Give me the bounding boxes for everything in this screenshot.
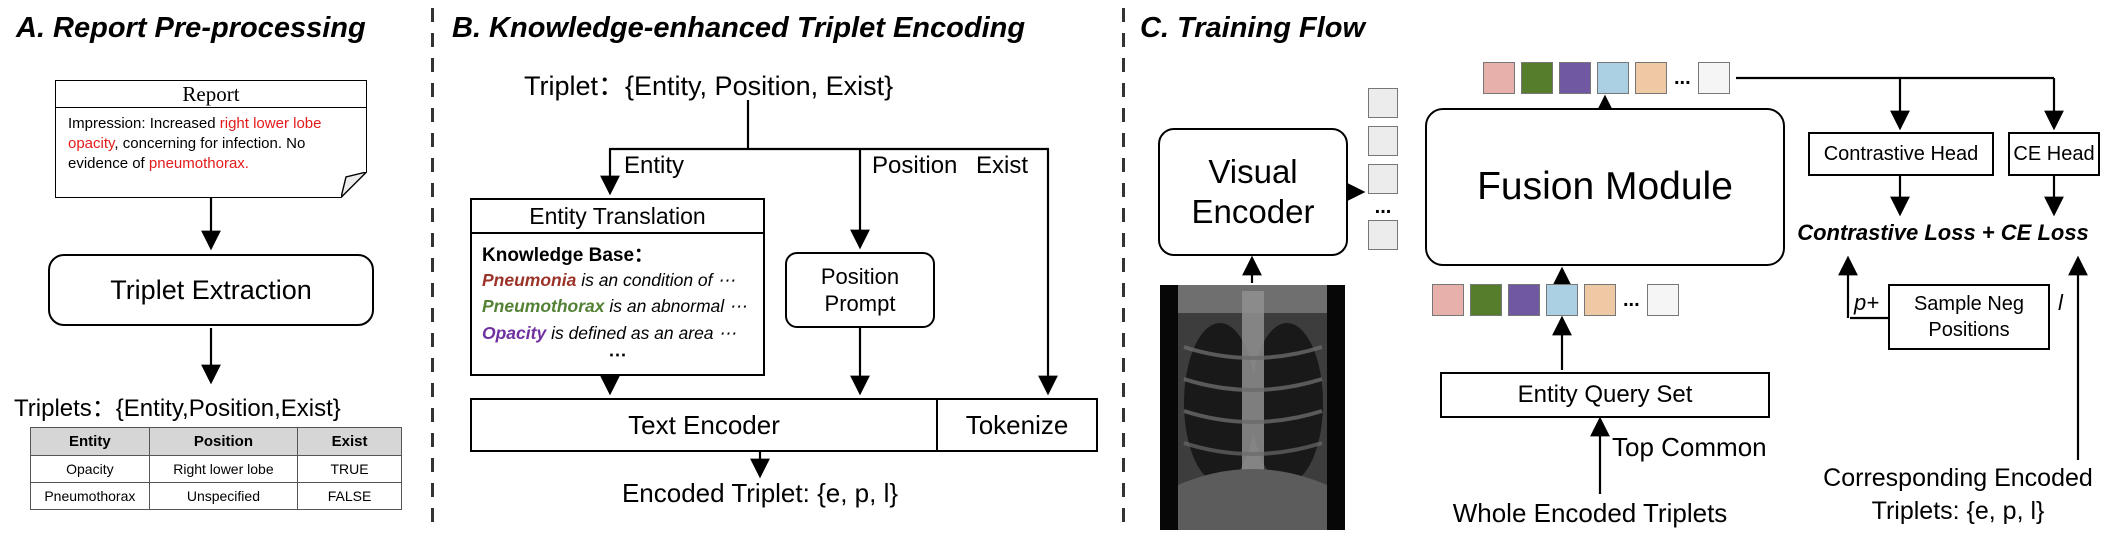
ellipsis-dots: ... bbox=[1674, 67, 1691, 89]
ellipsis-dots: ... bbox=[1623, 289, 1640, 311]
kb-term-pneumothorax: Pneumothorax bbox=[482, 296, 605, 317]
folded-corner-icon bbox=[341, 172, 367, 198]
entity-query-set-label: Entity Query Set bbox=[1517, 381, 1693, 408]
visual-token-column: ... bbox=[1368, 88, 1398, 250]
position-prompt-box: Position Prompt bbox=[785, 252, 935, 328]
knowledge-base-title: Knowledge Base： bbox=[482, 245, 654, 266]
entity-translation-box: Entity Translation Knowledge Base： Pneum… bbox=[470, 198, 765, 376]
token-square bbox=[1635, 62, 1667, 94]
whole-encoded-triplets-label: Whole Encoded Triplets bbox=[1452, 498, 1728, 528]
knowledge-base-content: Knowledge Base： Pneumonia is an conditio… bbox=[472, 234, 763, 372]
p-plus-label: p+ bbox=[1854, 290, 1880, 315]
top-common-label: Top Common bbox=[1612, 432, 1767, 462]
token-square bbox=[1597, 62, 1629, 94]
visual-encoder-label: Visual Encoder bbox=[1191, 153, 1315, 230]
table-row: Opacity Right lower lobe TRUE bbox=[30, 455, 402, 483]
ellipsis-dots: ... bbox=[1374, 196, 1392, 218]
kb-entry-text: is defined as an area ⋯ bbox=[546, 322, 736, 343]
table-header-exist: Exist bbox=[297, 427, 402, 456]
report-impression-text: Impression: Increased right lower lobe o… bbox=[56, 108, 366, 177]
table-cell: TRUE bbox=[297, 455, 402, 483]
token-square bbox=[1508, 284, 1540, 316]
table-cell: FALSE bbox=[297, 482, 402, 510]
visual-encoder-box: Visual Encoder bbox=[1158, 128, 1348, 256]
panel-divider-ab bbox=[431, 8, 434, 533]
entity-query-set-box: Entity Query Set bbox=[1440, 372, 1770, 418]
table-header-entity: Entity bbox=[30, 427, 150, 456]
token-square bbox=[1697, 62, 1730, 94]
panel-a-title: A. Report Pre-processing bbox=[16, 12, 366, 44]
exist-branch-label: Exist bbox=[976, 152, 1029, 179]
entity-branch-label: Entity bbox=[624, 152, 685, 179]
token-square bbox=[1368, 220, 1398, 250]
token-square bbox=[1559, 62, 1591, 94]
token-square bbox=[1432, 284, 1464, 316]
sample-neg-positions-box: Sample Neg Positions bbox=[1888, 284, 2050, 350]
tokenize-box: Tokenize bbox=[936, 398, 1098, 452]
table-header-row: Entity Position Exist bbox=[30, 427, 402, 456]
report-title: Report bbox=[56, 81, 366, 108]
kb-entry-text: is an condition of ⋯ bbox=[576, 270, 735, 290]
ce-head-box: CE Head bbox=[2008, 132, 2100, 176]
token-square bbox=[1483, 62, 1515, 94]
token-square bbox=[1646, 284, 1679, 316]
kb-term-opacity: Opacity bbox=[482, 322, 547, 343]
triplet-extraction-box: Triplet Extraction bbox=[48, 254, 374, 326]
contrastive-head-label: Contrastive Head bbox=[1823, 142, 1979, 165]
table-cell: Right lower lobe bbox=[148, 455, 299, 483]
text-encoder-box: Text Encoder bbox=[470, 398, 938, 452]
entity-translation-title: Entity Translation bbox=[472, 200, 763, 234]
fusion-module-box: Fusion Module bbox=[1425, 108, 1785, 266]
position-branch-label: Position bbox=[872, 152, 958, 179]
triplet-set-label: Triplet：{Entity, Position, Exist} bbox=[524, 71, 894, 101]
table-cell: Unspecified bbox=[148, 482, 299, 510]
knowledge-base-entry: Opacity is defined as an area ⋯ bbox=[482, 320, 753, 346]
impression-text-normal: Impression: Increased bbox=[68, 115, 220, 132]
kb-term-pneumonia: Pneumonia bbox=[482, 270, 577, 290]
sample-neg-positions-label: Sample Neg Positions bbox=[1913, 293, 2025, 341]
token-square bbox=[1368, 88, 1398, 118]
triplet-extraction-label: Triplet Extraction bbox=[110, 274, 312, 305]
tokenize-label: Tokenize bbox=[965, 409, 1069, 440]
report-box: Report Impression: Increased right lower… bbox=[55, 80, 367, 198]
knowledge-base-entry: Pneumothorax is an abnormal ⋯ bbox=[482, 293, 753, 319]
panel-c-title: C. Training Flow bbox=[1140, 12, 1366, 44]
token-square bbox=[1521, 62, 1553, 94]
fused-token-row: ... bbox=[1483, 62, 1730, 94]
ce-head-label: CE Head bbox=[2013, 142, 2095, 165]
triplets-table: Entity Position Exist Opacity Right lowe… bbox=[30, 427, 402, 510]
loss-label: Contrastive Loss + CE Loss bbox=[1797, 220, 2089, 245]
table-header-position: Position bbox=[148, 427, 299, 456]
token-square bbox=[1546, 284, 1578, 316]
position-prompt-label: Position Prompt bbox=[820, 263, 900, 317]
token-square bbox=[1584, 284, 1616, 316]
knowledge-base-entry: Pneumonia is an condition of ⋯ bbox=[482, 267, 753, 293]
token-square bbox=[1470, 284, 1502, 316]
token-square bbox=[1368, 126, 1398, 156]
text-encoder-label: Text Encoder bbox=[628, 409, 780, 440]
triplet-token-row: ... bbox=[1432, 284, 1679, 316]
table-cell: Opacity bbox=[30, 455, 150, 483]
impression-text-highlight: right lower lobe opacity bbox=[68, 115, 322, 152]
panel-b-title: B. Knowledge-enhanced Triplet Encoding bbox=[452, 12, 1026, 44]
fusion-module-label: Fusion Module bbox=[1477, 165, 1733, 208]
table-cell: Pneumothorax bbox=[30, 482, 150, 510]
corresponding-encoded-triplets-label: Corresponding Encoded Triplets: {e, p, l… bbox=[1823, 464, 2093, 525]
table-row: Pneumothorax Unspecified FALSE bbox=[30, 482, 402, 510]
kb-entry-text: is an abnormal ⋯ bbox=[604, 296, 747, 317]
kb-ellipsis: ⋯ bbox=[608, 344, 627, 365]
chest-xray-image bbox=[1160, 285, 1345, 530]
impression-text-highlight: pneumothorax. bbox=[148, 154, 249, 172]
l-label: l bbox=[2058, 290, 2063, 315]
panel-divider-bc bbox=[1122, 8, 1125, 533]
triplets-set-label: Triplets：{Entity,Position,Exist} bbox=[14, 395, 341, 422]
impression-text-normal: , concerning for infection. No evidence … bbox=[68, 134, 306, 172]
token-square bbox=[1368, 164, 1398, 194]
encoded-triplet-label: Encoded Triplet: {e, p, l} bbox=[621, 478, 899, 508]
contrastive-head-box: Contrastive Head bbox=[1808, 132, 1994, 176]
